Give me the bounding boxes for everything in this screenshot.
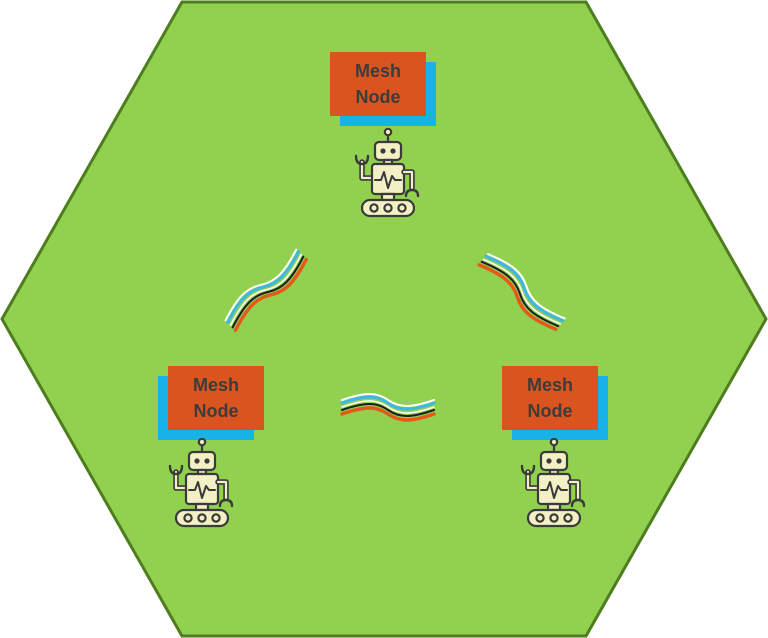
robot-icon bbox=[520, 437, 586, 528]
mesh-node-top: Mesh Node bbox=[330, 52, 460, 232]
robot-icon bbox=[168, 437, 234, 528]
mesh-node-label: Mesh Node bbox=[168, 366, 264, 430]
mesh-node-bottom-right: Mesh Node bbox=[502, 366, 632, 546]
wireless-link-bottom bbox=[340, 393, 436, 422]
robot-icon bbox=[354, 127, 420, 218]
mesh-node-bottom-left: Mesh Node bbox=[158, 366, 288, 546]
mesh-node-label: Mesh Node bbox=[330, 52, 426, 116]
mesh-node-label: Mesh Node bbox=[502, 366, 598, 430]
wireless-link-top-right bbox=[477, 253, 566, 331]
wireless-link-top-left bbox=[224, 248, 308, 332]
